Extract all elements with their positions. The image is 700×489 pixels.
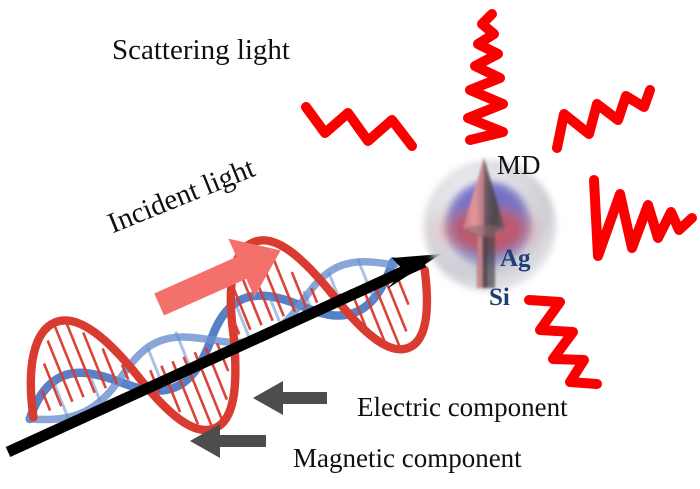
propagation-arrow-icon: [5, 254, 441, 458]
ray-upper-right: [552, 85, 655, 153]
core-shell-nanoparticle-icon: [412, 158, 560, 292]
electric-component-pointer-icon: [253, 381, 327, 415]
ray-lower-right: [524, 295, 602, 389]
magnetic-component-pointer-icon: [190, 424, 266, 458]
scattered-light-rays: [301, 9, 697, 389]
label-magnetic-dipole: MD: [497, 150, 541, 180]
label-scattering-light: Scattering light: [112, 34, 290, 66]
ray-right: [589, 175, 697, 261]
label-electric-component: Electric component: [357, 392, 568, 422]
incident-light-arrow-icon: [154, 238, 281, 316]
ray-upper-left: [301, 102, 417, 151]
label-magnetic-component: Magnetic component: [293, 443, 522, 473]
label-material-ag: Ag: [500, 245, 531, 272]
electric-component-wave: [26, 236, 432, 435]
ray-top: [463, 9, 508, 145]
label-material-si: Si: [489, 284, 510, 311]
magnetic-dipole-arrow-icon: [463, 158, 505, 288]
